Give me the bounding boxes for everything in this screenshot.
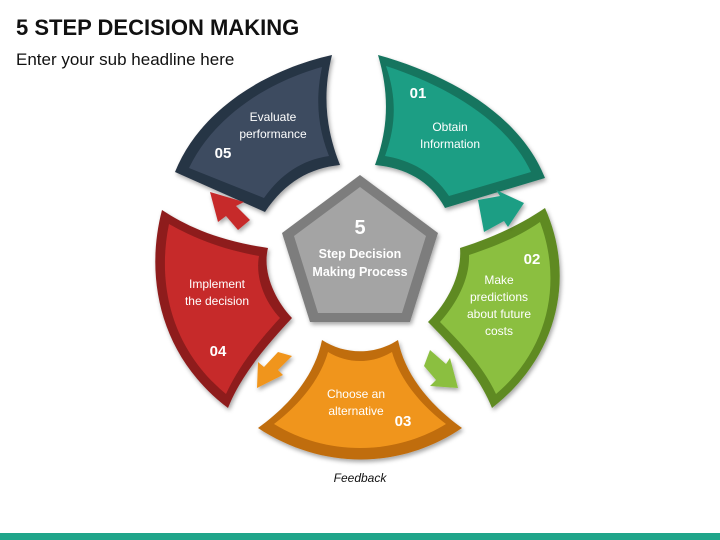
center-label-line1: Step Decision — [319, 247, 402, 261]
step-04-label-line1: Implement — [189, 277, 246, 291]
step-01-label-line1: Obtain — [432, 120, 467, 134]
step-04-number: 04 — [210, 343, 227, 360]
step-05-segment — [175, 55, 340, 212]
step-05-number: 05 — [215, 145, 232, 162]
step-02-number: 02 — [524, 251, 541, 268]
step-01-segment — [375, 55, 545, 208]
step-02-label-line1: Make — [484, 273, 514, 287]
step-05-inner — [189, 67, 329, 198]
center-pentagon — [282, 175, 438, 322]
center-label-line2: Making Process — [312, 265, 407, 279]
arrow-01-to-02 — [478, 190, 524, 232]
step-03-label-line1: Choose an — [327, 387, 385, 401]
arrow-04-to-05 — [210, 192, 250, 230]
step-02-label-line2: predictions — [470, 290, 528, 304]
center-pentagon-inner — [294, 187, 426, 313]
page-subtitle: Enter your sub headline here — [16, 50, 235, 69]
step-05-label-line2: performance — [239, 127, 307, 141]
step-02-segment — [428, 208, 560, 408]
step-02-label-line4: costs — [485, 324, 513, 338]
step-04-label-line2: the decision — [185, 294, 249, 308]
step-04-segment — [155, 210, 292, 408]
feedback-label: Feedback — [334, 471, 388, 485]
center-number: 5 — [354, 217, 365, 239]
arrow-02-to-03-shape — [424, 350, 458, 388]
step-01-number: 01 — [410, 85, 427, 102]
step-01-label-line2: Information — [420, 137, 480, 151]
step-03-label-line2: alternative — [328, 404, 384, 418]
arrow-03-to-04-shape — [257, 352, 292, 388]
arrow-04-to-05-shape — [210, 192, 250, 230]
step-01-inner — [385, 66, 531, 196]
arrow-02-to-03 — [424, 350, 458, 388]
step-03-number: 03 — [395, 413, 412, 430]
footer-accent-bar — [0, 533, 720, 540]
arrow-03-to-04 — [257, 352, 292, 388]
step-04-inner — [164, 224, 280, 394]
step-03-segment — [258, 340, 462, 460]
step-05-label-line1: Evaluate — [250, 110, 297, 124]
step-03-inner — [274, 352, 446, 448]
step-02-label-line3: about future — [467, 307, 531, 321]
arrow-01-to-02-shape — [478, 190, 524, 232]
step-02-inner — [440, 222, 551, 394]
page-title: 5 STEP DECISION MAKING — [16, 15, 300, 40]
